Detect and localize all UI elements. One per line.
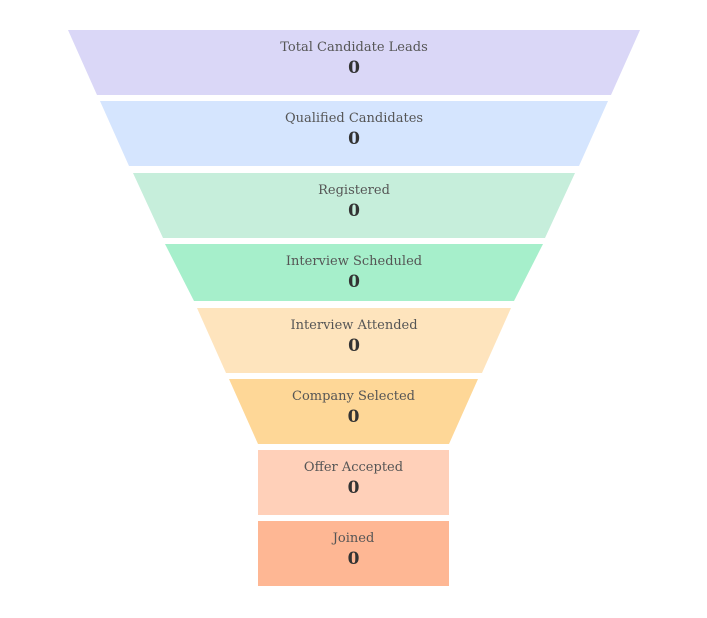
funnel-stage-qualified-candidates: Qualified Candidates 0 — [100, 101, 608, 166]
funnel-band — [68, 30, 640, 95]
stage-label: Qualified Candidates — [285, 111, 423, 126]
stage-value: 0 — [348, 129, 360, 149]
stage-value: 0 — [348, 272, 360, 292]
funnel-stage-total-candidate-leads: Total Candidate Leads 0 — [68, 30, 640, 95]
funnel-stage-interview-scheduled: Interview Scheduled 0 — [165, 244, 543, 301]
funnel-stage-interview-attended: Interview Attended 0 — [197, 308, 511, 373]
funnel-band — [100, 101, 608, 166]
stage-value: 0 — [348, 58, 360, 78]
funnel-band — [165, 244, 543, 301]
funnel-band — [133, 173, 575, 238]
stage-label: Joined — [331, 531, 375, 546]
stage-value: 0 — [348, 549, 360, 569]
stage-label: Offer Accepted — [304, 460, 403, 475]
stage-value: 0 — [348, 336, 360, 356]
funnel-stage-joined: Joined 0 — [258, 521, 449, 586]
funnel-band — [197, 308, 511, 373]
funnel-stage-offer-accepted: Offer Accepted 0 — [258, 450, 449, 515]
funnel-stage-company-selected: Company Selected 0 — [229, 379, 478, 444]
funnel-stage-registered: Registered 0 — [133, 173, 575, 238]
stage-label: Interview Attended — [290, 318, 417, 333]
stage-label: Interview Scheduled — [286, 254, 422, 269]
stage-value: 0 — [348, 478, 360, 498]
stage-value: 0 — [348, 201, 360, 221]
stage-label: Total Candidate Leads — [280, 40, 428, 55]
stage-value: 0 — [348, 407, 360, 427]
stage-label: Registered — [318, 183, 390, 198]
funnel-band — [229, 379, 478, 444]
funnel-band — [258, 450, 449, 515]
funnel-band — [258, 521, 449, 586]
stage-label: Company Selected — [292, 389, 415, 404]
